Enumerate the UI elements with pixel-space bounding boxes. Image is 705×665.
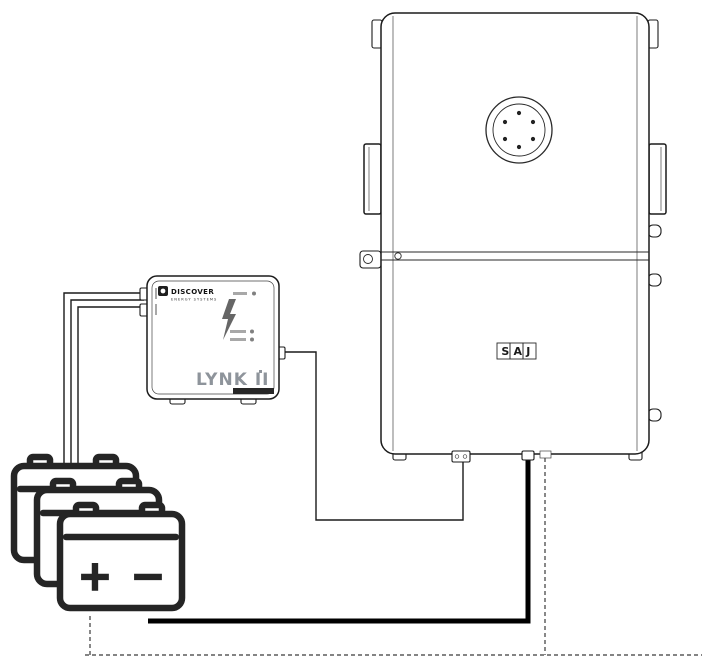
discover-logo-mark	[160, 288, 166, 294]
connector-pin	[502, 119, 508, 125]
battery-power-cable	[148, 458, 531, 624]
connector-pin	[530, 119, 536, 125]
connector-inner-ring	[492, 103, 546, 157]
connector-pin	[502, 136, 508, 142]
comm-port-screw-right	[462, 454, 468, 459]
battery-plus-symbol: +	[77, 551, 112, 600]
status-led	[250, 337, 254, 342]
port-label-mark	[155, 288, 157, 299]
comm-port-block	[451, 450, 471, 463]
dashed-ground-line	[85, 458, 702, 656]
status-led	[250, 329, 254, 334]
aux-port	[539, 450, 552, 459]
discover-brand-text: DISCOVER	[171, 288, 214, 296]
comm-cable-3	[77, 306, 144, 530]
battery-minus-symbol: −	[130, 551, 165, 600]
inverter: SAJ	[359, 12, 667, 463]
lynk-model: LYNK II	[196, 370, 274, 394]
saj-logo-text: SAJ	[501, 345, 534, 358]
lynk-status-leds	[155, 288, 256, 342]
connector-outer-ring	[485, 96, 553, 164]
connector-pin	[516, 110, 522, 116]
saj-logo: SAJ	[496, 342, 537, 360]
discover-brand-subtext: ENERGY SYSTEMS	[171, 298, 217, 302]
inverter-knob-top-right	[647, 224, 662, 238]
comm-cable-1	[63, 292, 144, 530]
inverter-antenna-port-ring	[363, 254, 373, 264]
inverter-seam-screw	[394, 252, 402, 260]
inverter-enclosure	[380, 12, 650, 455]
lynk-model-bar	[233, 388, 274, 394]
lynk-faceplate	[151, 280, 275, 395]
led-label-mark	[233, 292, 247, 295]
lynk-gateway: DISCOVER ENERGY SYSTEMS LYNK II	[139, 275, 286, 405]
connector-pin	[530, 136, 536, 142]
power-cable-gland	[521, 450, 535, 461]
inverter-knob-mid-right	[647, 273, 662, 287]
lynk-enclosure	[146, 275, 280, 400]
lynk-model-tm-mark	[259, 370, 262, 373]
battery-bank: + −	[10, 453, 186, 612]
led-label-mark	[230, 338, 246, 341]
lynk-to-inverter-cable	[281, 351, 464, 521]
connector-pin	[516, 144, 522, 150]
inverter-bracket-right	[648, 143, 667, 215]
status-led	[252, 291, 256, 296]
inverter-bottom-ports	[451, 450, 552, 463]
comm-port-screw-left	[454, 454, 460, 459]
discover-logo: DISCOVER ENERGY SYSTEMS	[158, 286, 217, 302]
saj-logo-box-3	[522, 342, 537, 360]
port-label-mark	[155, 304, 157, 315]
lightning-bolt-icon	[222, 299, 236, 340]
battery-comm-cables	[63, 292, 144, 530]
lynk-model-text: LYNK II	[196, 370, 269, 390]
inverter-round-connector	[485, 96, 553, 164]
comm-cable-2	[70, 299, 144, 530]
inverter-bracket-left	[363, 143, 382, 215]
led-label-mark	[230, 330, 246, 333]
battery-front: + −	[56, 501, 186, 612]
inverter-knob-bottom-right	[647, 408, 662, 422]
